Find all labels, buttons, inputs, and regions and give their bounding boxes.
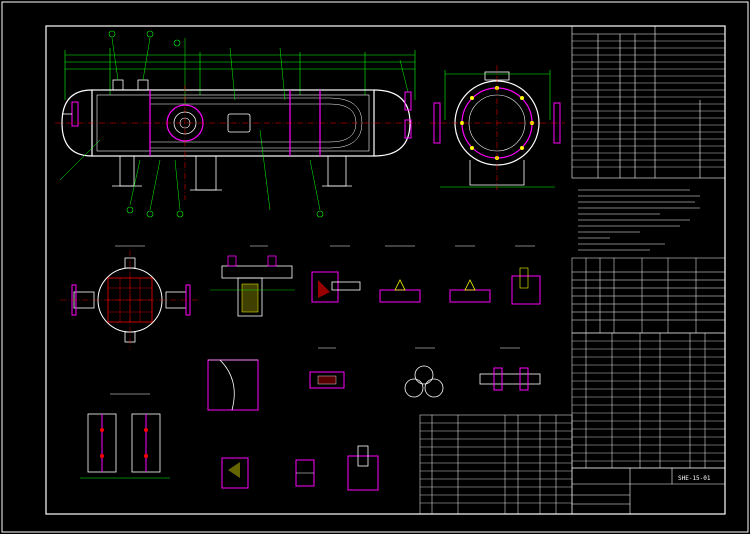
drawing-number: SHE-15-01 xyxy=(678,475,711,482)
main-elevation-view xyxy=(55,30,420,218)
design-data-table xyxy=(571,25,726,179)
left-head xyxy=(61,89,93,157)
parts-list-bottom xyxy=(419,414,573,515)
detail-section-a xyxy=(60,245,200,350)
detail-bottom-1 xyxy=(221,457,249,489)
detail-weld-2 xyxy=(379,245,421,303)
detail-weld-4 xyxy=(511,245,541,305)
detail-saddle xyxy=(80,393,170,479)
title-block xyxy=(571,467,726,515)
technical-notes xyxy=(578,189,700,251)
detail-baffle xyxy=(207,359,259,411)
detail-pipe-joint xyxy=(309,347,345,389)
detail-bottom-3 xyxy=(347,445,379,491)
detail-tube-bundle xyxy=(404,347,444,398)
inner-frame xyxy=(45,25,726,515)
saddle-supports xyxy=(112,155,352,191)
design-data-table-rows xyxy=(572,40,725,168)
detail-bolt xyxy=(479,347,541,391)
parts-list-right xyxy=(571,332,726,469)
detail-weld-1 xyxy=(311,245,361,303)
detail-flange-b xyxy=(210,245,295,317)
detail-bottom-2 xyxy=(295,459,315,487)
nozzle-table xyxy=(571,257,726,334)
end-view xyxy=(430,65,565,190)
detail-weld-3 xyxy=(449,245,491,303)
